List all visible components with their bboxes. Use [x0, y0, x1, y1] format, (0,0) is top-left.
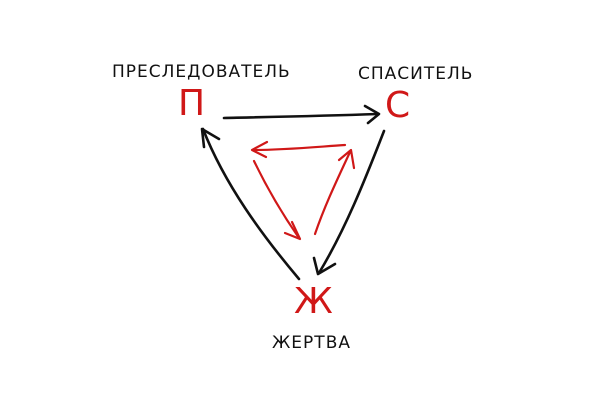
rescuer-label: СПАСИТЕЛЬ: [358, 64, 474, 84]
persecutor-letter: П: [178, 83, 206, 124]
arrow-inner-victim-to-rescuer: [313, 148, 356, 236]
arrow-inner-rescuer-to-persecutor: [250, 140, 347, 159]
persecutor-label: ПРЕСЛЕДОВАТЕЛЬ: [112, 62, 291, 82]
victim-letter: Ж: [294, 281, 333, 322]
rescuer-letter: С: [385, 85, 411, 126]
arrow-persecutor-to-rescuer: [222, 104, 381, 125]
victim-label: ЖЕРТВА: [272, 333, 351, 353]
arrow-rescuer-to-victim: [312, 129, 386, 276]
arrow-victim-to-persecutor: [200, 127, 301, 281]
arrow-inner-persecutor-to-victim: [252, 159, 302, 241]
